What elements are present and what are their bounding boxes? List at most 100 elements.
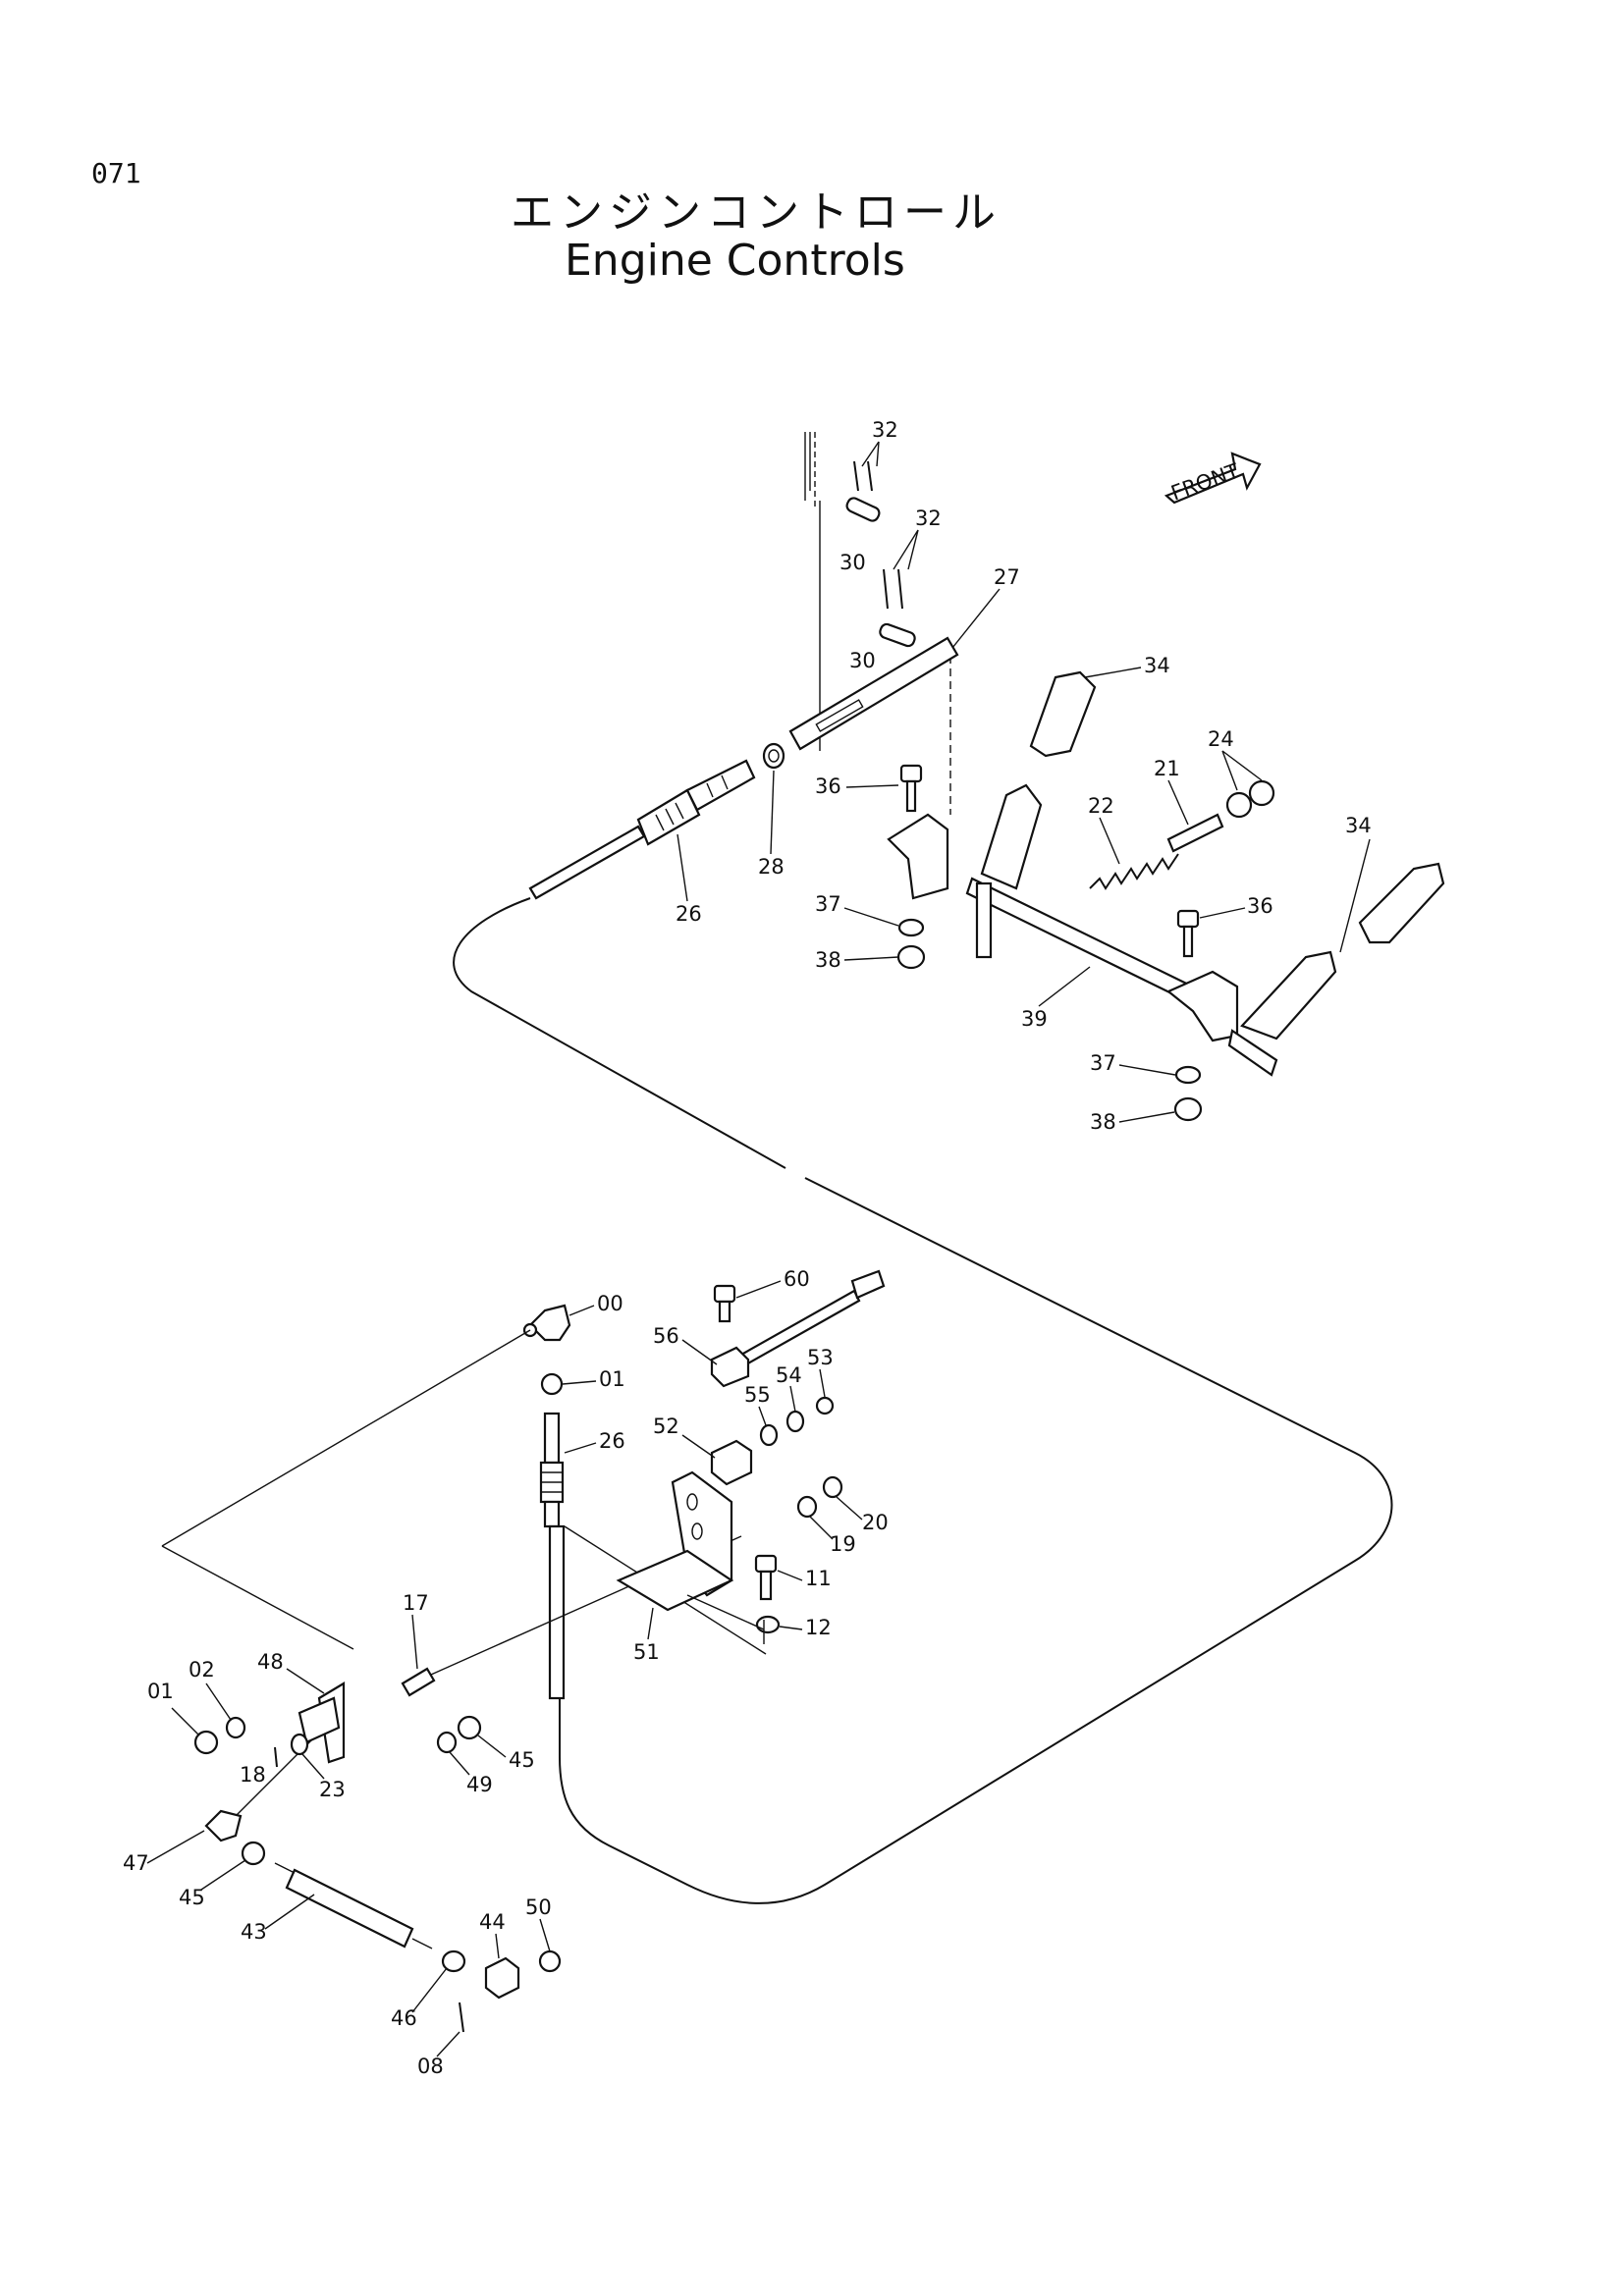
clevis-44 — [484, 1956, 520, 2000]
cable-routing-outline — [453, 897, 1393, 1904]
callout-20: 20 — [862, 1511, 889, 1534]
callout-28: 28 — [758, 855, 785, 879]
callout-22: 22 — [1088, 794, 1114, 818]
washer-23 — [290, 1733, 309, 1756]
callout-51: 51 — [633, 1640, 660, 1664]
callout-08: 08 — [417, 2055, 444, 2078]
washer-49 — [436, 1731, 458, 1754]
elbow-00 — [522, 1304, 571, 1342]
rod-21 — [1166, 813, 1224, 853]
callout-32: 32 — [915, 507, 942, 530]
pin-18 — [274, 1746, 278, 1768]
callout-60: 60 — [784, 1267, 810, 1291]
nuts-24 — [1225, 779, 1275, 819]
washer-55 — [759, 1423, 779, 1447]
callout-34: 34 — [1144, 654, 1170, 677]
nut-38-left — [896, 944, 926, 970]
washer-20 — [822, 1475, 843, 1499]
pedal-34-left — [980, 670, 1097, 890]
callout-46: 46 — [391, 2006, 417, 2030]
callout-17: 17 — [403, 1591, 429, 1615]
callout-12: 12 — [805, 1616, 832, 1639]
callout-37: 37 — [815, 892, 841, 916]
callout-43: 43 — [241, 1920, 267, 1944]
link-rod-27 — [788, 636, 959, 751]
callout-00: 00 — [597, 1292, 623, 1315]
bracket-51 — [616, 1470, 734, 1612]
pin-30-upper — [845, 460, 881, 522]
block-56 — [710, 1346, 750, 1388]
callout-36: 36 — [815, 774, 841, 798]
pin-08 — [459, 2002, 464, 2033]
callout-45: 45 — [179, 1886, 205, 1909]
callout-44: 44 — [479, 1910, 506, 1934]
callout-11: 11 — [805, 1567, 832, 1590]
block-52 — [710, 1439, 753, 1486]
callout-48: 48 — [257, 1650, 284, 1674]
callout-27: 27 — [994, 565, 1020, 589]
washer-37-right — [1174, 1065, 1202, 1085]
nut-01-upper — [540, 1372, 564, 1396]
elbow-47 — [204, 1809, 243, 1842]
pin-30-lower — [879, 568, 916, 648]
callout-26: 26 — [599, 1429, 625, 1453]
washer-02 — [225, 1716, 246, 1739]
callout-37: 37 — [1090, 1051, 1116, 1075]
callout-19: 19 — [830, 1532, 856, 1556]
rod-43 — [274, 1862, 433, 1949]
callout-18: 18 — [240, 1763, 266, 1787]
callout-55: 55 — [744, 1383, 771, 1407]
pedal-bracket-right — [1165, 970, 1278, 1077]
callout-47: 47 — [123, 1851, 149, 1875]
upper-guide-lines — [804, 432, 951, 815]
callout-30: 30 — [839, 551, 866, 574]
callout-38: 38 — [815, 948, 841, 972]
washer-12 — [755, 1615, 781, 1634]
nut-01-lower — [193, 1730, 219, 1755]
pedal-34-right — [1240, 862, 1445, 1041]
nut-45-upper — [457, 1715, 482, 1740]
callout-34: 34 — [1345, 814, 1372, 837]
page-title-english: Engine Controls — [565, 236, 905, 286]
callout-01: 01 — [599, 1367, 625, 1391]
callout-02: 02 — [189, 1658, 215, 1682]
pedal-shaft-39 — [887, 813, 1215, 1013]
nut-28 — [762, 742, 785, 770]
callout-01: 01 — [147, 1680, 174, 1703]
bolt-36-right — [1176, 909, 1200, 958]
cable-26-upper — [528, 759, 756, 900]
screw-53 — [815, 1396, 835, 1415]
callout-36: 36 — [1247, 894, 1273, 918]
nut-45-lower — [241, 1841, 266, 1866]
bolt-50 — [538, 1949, 562, 1973]
callout-21: 21 — [1154, 757, 1180, 780]
bolt-11 — [754, 1554, 778, 1601]
bolt-60 — [713, 1284, 736, 1323]
front-arrow-icon: FRONT — [1164, 452, 1262, 506]
spring-22 — [1089, 853, 1179, 890]
callout-49: 49 — [466, 1773, 493, 1796]
callout-30: 30 — [849, 649, 876, 672]
washer-19 — [796, 1495, 818, 1519]
callouts: 32 32 30 30 27 34 24 21 22 36 28 26 34 3… — [123, 418, 1372, 2078]
callout-54: 54 — [776, 1363, 802, 1387]
nut-46 — [441, 1949, 466, 1973]
callout-56: 56 — [653, 1324, 679, 1348]
callout-26: 26 — [676, 902, 702, 926]
lever-48 — [298, 1682, 346, 1764]
page-title-japanese: エンジンコントロール — [511, 187, 1001, 238]
callout-23: 23 — [319, 1778, 346, 1801]
nut-38-right — [1173, 1096, 1203, 1122]
bolt-36-left — [899, 764, 923, 813]
callout-32: 32 — [872, 418, 898, 442]
callout-39: 39 — [1021, 1007, 1048, 1031]
callout-24: 24 — [1208, 727, 1234, 751]
callout-38: 38 — [1090, 1110, 1116, 1134]
stud-17 — [401, 1667, 436, 1697]
callout-53: 53 — [807, 1346, 834, 1369]
callout-50: 50 — [525, 1896, 552, 1919]
cable-26-lower — [539, 1412, 566, 1700]
washer-54 — [785, 1410, 805, 1433]
page-number: 071 — [91, 157, 141, 189]
